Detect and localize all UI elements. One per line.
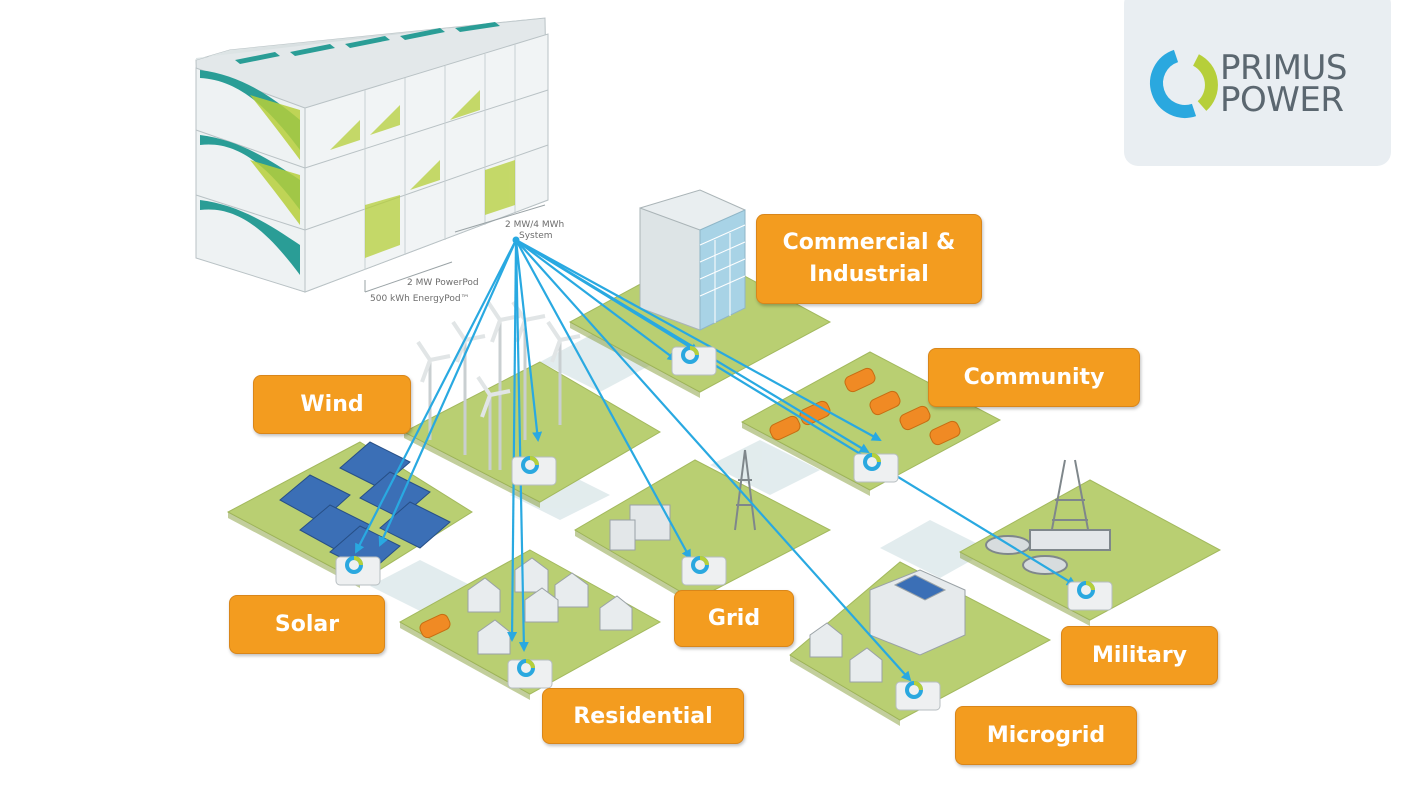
office-building: [639, 189, 746, 331]
system-capacity-caption: 2 MW/4 MWh System: [505, 220, 564, 242]
label-commercial-industrial: Commercial & Industrial: [756, 214, 982, 304]
arrow-to-wind: [514, 239, 543, 442]
energypod-caption: 500 kWh EnergyPod™: [370, 294, 470, 304]
label-commercial: Commercial &: [782, 230, 956, 255]
label-residential: Residential: [542, 688, 744, 744]
label-military: Military: [1061, 626, 1218, 685]
label-microgrid: Microgrid: [955, 706, 1137, 765]
container-stack: [195, 17, 549, 293]
system-capacity-line-2: System: [519, 231, 553, 241]
label-solar: Solar: [229, 595, 385, 654]
microgrid-building: [869, 569, 966, 656]
arrow-to-residential-2: [507, 239, 518, 642]
system-origin-dot: [512, 236, 520, 244]
logo-wordmark: PRIMUS POWER: [1220, 48, 1347, 120]
label-grid: Grid: [674, 590, 794, 647]
logo-line-1: PRIMUS: [1220, 48, 1347, 88]
unit-commercial: [671, 346, 717, 376]
label-community: Community: [928, 348, 1140, 407]
unit-military: [1067, 581, 1113, 611]
arrow-to-community: [515, 239, 870, 454]
unit-community: [853, 453, 899, 483]
arrow-to-commercial: [515, 239, 678, 362]
arrow-to-solar-2: [378, 239, 518, 547]
arrow-to-solar: [355, 239, 517, 554]
primus-power-logo-icon: [1150, 49, 1218, 118]
unit-residential: [507, 659, 553, 689]
unit-grid: [681, 556, 727, 586]
wind-turbines: [416, 300, 581, 470]
arrow-to-microgrid: [515, 239, 912, 682]
logo-line-2: POWER: [1220, 80, 1344, 120]
system-capacity-line-1: 2 MW/4 MWh: [505, 220, 565, 230]
caption-lines: [364, 204, 546, 293]
community-cars: [419, 367, 961, 639]
unit-wind: [511, 456, 557, 486]
arrow-to-residential: [514, 239, 529, 652]
arrow-to-grid: [515, 239, 691, 560]
label-wind: Wind: [253, 375, 411, 434]
unit-solar: [335, 556, 381, 586]
powerpod-caption: 2 MW PowerPod: [407, 278, 479, 288]
arrow-to-community-2: [515, 239, 882, 441]
storage-units: [335, 346, 1113, 711]
unit-microgrid: [895, 681, 941, 711]
tile-edges: [228, 322, 1090, 726]
label-industrial: Industrial: [809, 262, 929, 287]
